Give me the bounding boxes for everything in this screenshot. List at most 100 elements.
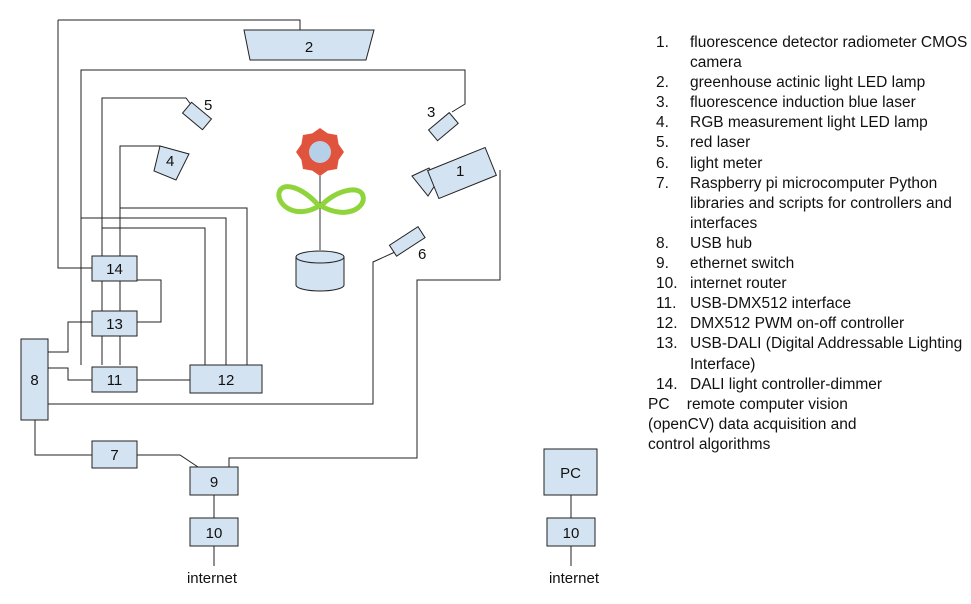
node-label-1: 1 bbox=[456, 163, 464, 180]
node-label-pc: PC bbox=[560, 465, 581, 482]
wire-8-lightmeter bbox=[48, 251, 396, 405]
legend-item-number: 1. bbox=[656, 34, 669, 51]
legend-item-number: 13. bbox=[656, 335, 678, 353]
device-2-lamp: 2 bbox=[243, 29, 375, 61]
wire-13-8 bbox=[48, 321, 92, 353]
legend: 1. fluorescence detector radiometer CMOS … bbox=[648, 33, 968, 455]
wire-12-b bbox=[81, 217, 227, 365]
device-4-rgb-lamp: 4 bbox=[153, 145, 190, 181]
legend-item-number: 12. bbox=[656, 315, 678, 333]
legend-item: 13. USB-DALI (Digital Addressable Lightin… bbox=[648, 334, 968, 374]
wire-7-9 bbox=[137, 454, 199, 468]
device-pc-remote: PC bbox=[543, 448, 598, 496]
box-pc bbox=[543, 448, 598, 496]
plant-leaf-left bbox=[276, 184, 323, 215]
box-11 bbox=[91, 366, 138, 393]
legend-item: 8. USB hub bbox=[648, 234, 968, 254]
lamp-4-shape bbox=[153, 145, 190, 181]
legend-item-text: USB hub bbox=[690, 234, 753, 252]
legend-item: 11. USB-DMX512 interface bbox=[648, 294, 968, 314]
legend-item-number: 4. bbox=[656, 114, 669, 132]
legend-item: 4.RGB measurement light LED lamp bbox=[648, 113, 968, 133]
laser-5-shape bbox=[181, 101, 213, 131]
wire-9-camera bbox=[228, 170, 501, 467]
plant-illustration bbox=[276, 128, 366, 292]
legend-item-text: Raspberry pi microcomputer Python librar… bbox=[690, 174, 952, 232]
device-7-raspberry-pi: 7 bbox=[91, 440, 138, 469]
node-label-6: 6 bbox=[418, 246, 426, 263]
legend-item-text: ethernet switch bbox=[690, 255, 795, 273]
connection-wires bbox=[34, 19, 572, 566]
node-label-7: 7 bbox=[110, 447, 118, 464]
node-label-8: 8 bbox=[30, 372, 38, 389]
wire-lamp2 bbox=[58, 19, 301, 30]
legend-item-number: 10. bbox=[656, 275, 678, 293]
node-label-4: 4 bbox=[166, 153, 174, 170]
node-label-3: 3 bbox=[427, 104, 435, 121]
device-8-usb-hub: 8 bbox=[20, 338, 49, 421]
lamp-2-shape bbox=[243, 29, 375, 61]
wire-8-11 bbox=[48, 367, 92, 381]
legend-item-text: fluorescence detector radiometer CMOS ca… bbox=[690, 34, 968, 72]
node-label-2: 2 bbox=[305, 39, 313, 56]
laser-3-shape bbox=[427, 111, 459, 142]
wire-14-to-lamp2 bbox=[57, 20, 92, 269]
box-7 bbox=[91, 440, 138, 469]
pot-rim bbox=[295, 250, 345, 264]
legend-item: 9.ethernet switch bbox=[648, 254, 968, 274]
box-13 bbox=[91, 310, 138, 337]
legend-item-number: 11. bbox=[656, 295, 677, 313]
legend-item: 5.red laser bbox=[648, 133, 968, 153]
legend-pc-text-2: (openCV) data acquisition and bbox=[648, 415, 857, 433]
light-meter-6-shape bbox=[388, 226, 426, 257]
wire-laser5 bbox=[101, 97, 193, 365]
box-14 bbox=[91, 255, 138, 282]
legend-item-number: 7. bbox=[656, 174, 669, 192]
device-10-router: 10 bbox=[189, 517, 239, 547]
device-6-light-meter: 6 bbox=[388, 226, 426, 263]
device-14-dali-controller: 14 bbox=[91, 255, 138, 282]
device-3-blue-laser: 3 bbox=[427, 104, 459, 142]
camera-1-body bbox=[426, 146, 498, 200]
legend-item: 12. DMX512 PWM on-off controller bbox=[648, 314, 968, 334]
node-label-9: 9 bbox=[210, 474, 218, 491]
plant-leaf-right bbox=[317, 187, 366, 215]
legend-item-number: 2. bbox=[656, 74, 669, 92]
node-label-pc-10: 10 bbox=[563, 525, 580, 542]
box-pc-10 bbox=[546, 517, 596, 547]
legend-pc-text-3: control algorithms bbox=[648, 435, 771, 453]
flower-center bbox=[309, 141, 331, 163]
device-13-usb-dali: 13 bbox=[91, 310, 138, 337]
box-8 bbox=[20, 338, 49, 421]
legend-item-number: 8. bbox=[656, 234, 669, 252]
box-9 bbox=[189, 466, 239, 496]
legend-item-number: 5. bbox=[656, 134, 669, 152]
legend-item-text: USB-DMX512 interface bbox=[690, 295, 852, 313]
legend-item-text: USB-DALI (Digital Addressable Lighting I… bbox=[690, 335, 963, 373]
legend-item: 2. greenhouse actinic light LED lamp bbox=[648, 73, 968, 93]
legend-item: 1. fluorescence detector radiometer CMOS … bbox=[648, 33, 968, 73]
device-12-dmx-controller: 12 bbox=[189, 364, 263, 394]
legend-item-text: greenhouse actinic light LED lamp bbox=[690, 74, 926, 92]
legend-item: 3. fluorescence induction blue laser bbox=[648, 93, 968, 113]
internet-label-right: internet bbox=[549, 570, 600, 587]
legend-item-text: internet router bbox=[690, 275, 787, 293]
node-label-12: 12 bbox=[218, 372, 235, 389]
legend-item-number: 14. bbox=[656, 375, 678, 393]
device-1-camera: 1 bbox=[411, 146, 498, 200]
plant-pot bbox=[295, 250, 345, 292]
node-label-10: 10 bbox=[206, 525, 223, 542]
legend-item-text: DALI light controller-dimmer bbox=[690, 375, 883, 393]
legend-pc-key: PC bbox=[648, 395, 670, 413]
legend-item-text: fluorescence induction blue laser bbox=[690, 94, 916, 112]
wire-8-7 bbox=[34, 420, 92, 456]
wire-14-13 bbox=[137, 279, 162, 323]
box-10 bbox=[189, 517, 239, 547]
legend-item-text: DMX512 PWM on-off controller bbox=[690, 315, 905, 333]
device-pc-router: 10 bbox=[546, 517, 596, 547]
legend-item: 14. DALI light controller-dimmer bbox=[648, 375, 968, 395]
node-label-13: 13 bbox=[106, 316, 123, 333]
device-11-usb-dmx: 11 bbox=[91, 366, 138, 393]
legend-item: 6.light meter bbox=[648, 154, 968, 174]
legend-item-number: 3. bbox=[656, 94, 669, 112]
